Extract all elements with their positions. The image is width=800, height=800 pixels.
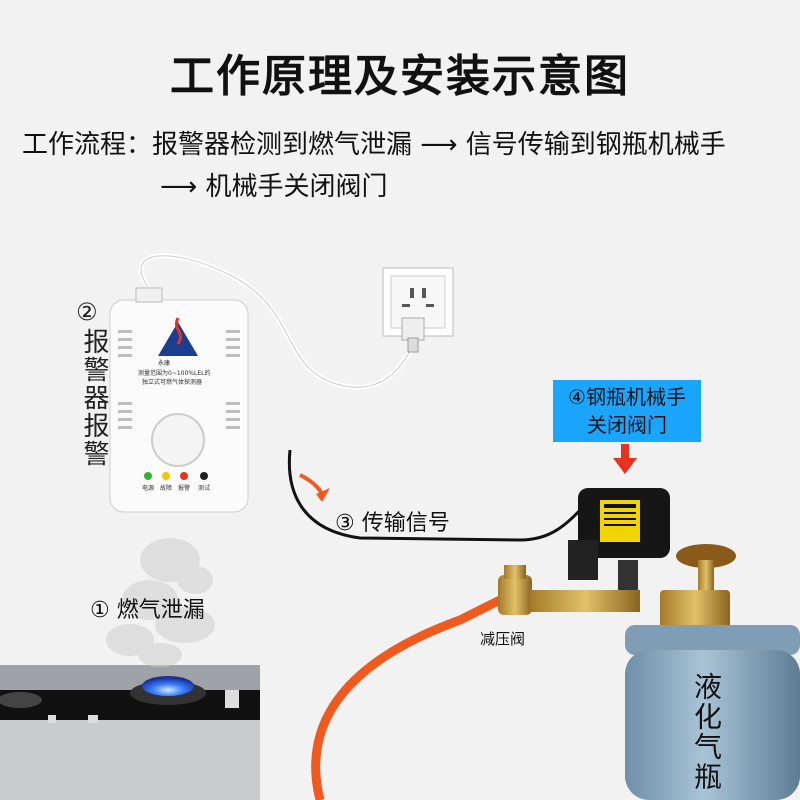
step-4-box: ④钢瓶机械手 关闭阀门 bbox=[553, 380, 701, 442]
test-button bbox=[200, 472, 208, 480]
led-label-power: 电源 bbox=[142, 483, 154, 492]
step-2-label: 报警器报警 bbox=[76, 328, 113, 468]
regulator-label: 减压阀 bbox=[480, 628, 525, 649]
gas-stove bbox=[0, 665, 260, 800]
fault-led bbox=[162, 472, 170, 480]
step-3-label: ③ 传输信号 bbox=[335, 505, 450, 537]
led-label-fault: 故障 bbox=[160, 483, 172, 492]
down-arrow bbox=[613, 444, 637, 474]
gas-hose bbox=[316, 600, 500, 800]
wall-outlet bbox=[383, 268, 453, 352]
led-label-alarm: 报警 bbox=[178, 483, 190, 492]
step-4-line-1: ④钢瓶机械手 bbox=[553, 383, 701, 411]
tank-valve bbox=[660, 544, 736, 630]
alarm-speaker bbox=[152, 414, 204, 466]
led-label-test: 测试 bbox=[198, 483, 210, 492]
step-2-number: ② bbox=[76, 298, 98, 326]
power-led bbox=[144, 472, 152, 480]
spec-line-2: 独立式可燃气体探测器 bbox=[142, 377, 202, 386]
spec-line-1: 测量范围为0~100%LEL的 bbox=[138, 368, 210, 377]
alarm-led bbox=[180, 472, 188, 480]
tank-label: 液化气瓶 bbox=[686, 672, 726, 792]
step-1-label: ① 燃气泄漏 bbox=[90, 592, 205, 624]
gas-detector bbox=[110, 288, 248, 512]
step-4-line-2: 关闭阀门 bbox=[553, 411, 701, 439]
valve-manipulator bbox=[568, 488, 670, 590]
blue-flame bbox=[142, 676, 194, 696]
brand-name: 永康 bbox=[158, 358, 170, 367]
signal-arrow bbox=[300, 475, 322, 494]
